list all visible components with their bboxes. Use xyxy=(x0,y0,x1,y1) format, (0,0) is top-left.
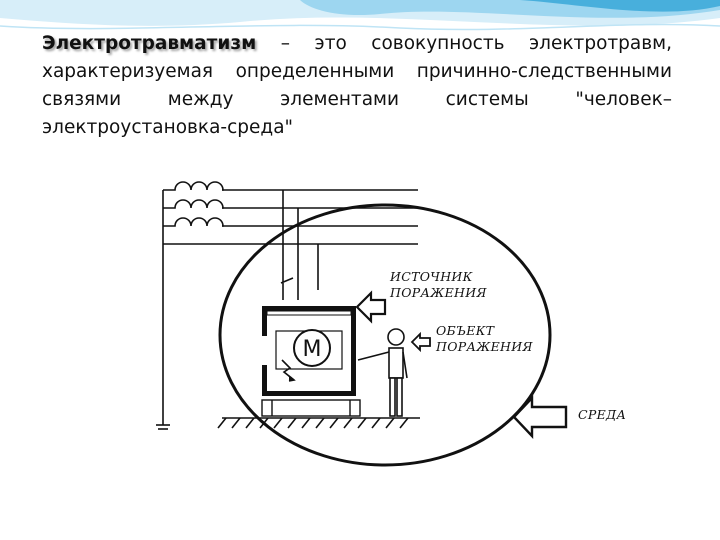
person-figure xyxy=(357,328,408,417)
environment-label: СРЕДА xyxy=(578,407,627,422)
definition-text: – это совокупность электротравм, характе… xyxy=(42,33,672,138)
foundation xyxy=(261,399,361,417)
switch-symbol xyxy=(280,277,299,300)
object-label-line2: ПОРАЖЕНИЯ xyxy=(436,339,533,354)
object-label-line1: ОБЪЕКТ xyxy=(436,323,495,338)
motor-label: M xyxy=(303,337,322,362)
term-heading: Электротравматизм xyxy=(42,33,257,54)
source-label-line1: ИСТОЧНИК xyxy=(390,269,473,284)
motor-symbol xyxy=(293,329,331,367)
source-arrow xyxy=(355,290,387,324)
electrical-injury-diagram: M xyxy=(150,165,650,475)
supply-lines xyxy=(156,181,418,430)
fault-arrow xyxy=(281,359,296,382)
object-arrow xyxy=(410,331,431,353)
environment-ellipse xyxy=(218,203,552,467)
environment-arrow xyxy=(512,394,568,440)
definition-paragraph: Электротравматизм – это совокупность эле… xyxy=(42,30,672,142)
source-label-line2: ПОРАЖЕНИЯ xyxy=(390,285,487,300)
decorative-wave-header xyxy=(0,0,720,31)
